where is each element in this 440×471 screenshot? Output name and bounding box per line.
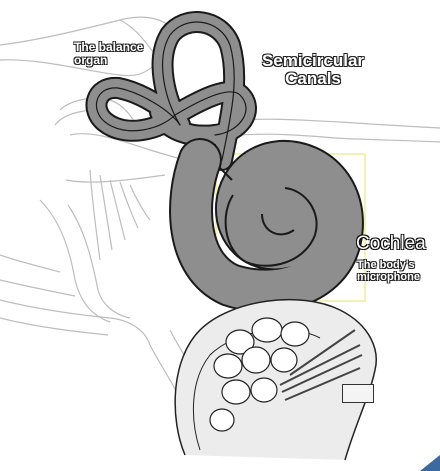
cochlea-cross-section (175, 300, 440, 471)
balance-organ-label: The balance organ (74, 41, 152, 66)
cochlea-label: Cochlea (356, 234, 426, 254)
cross-section-tag (342, 384, 374, 403)
semicircular-canals-label: Semicircular Canals (249, 52, 377, 88)
cochlea-description-label: The body's microphone (357, 260, 437, 283)
cochlea-spiral (191, 160, 342, 291)
